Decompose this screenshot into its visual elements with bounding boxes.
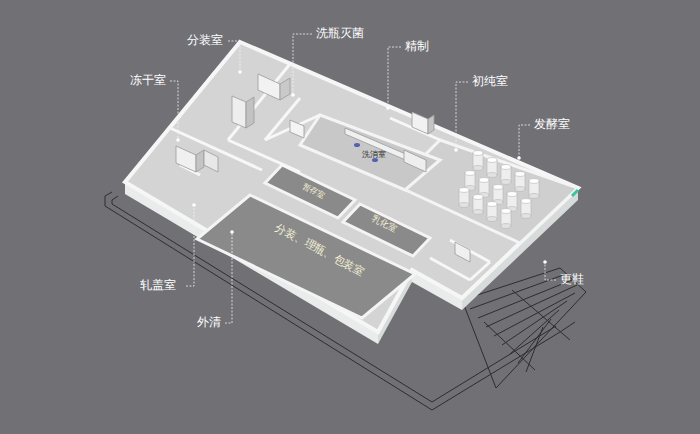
callout-label: 外清 xyxy=(197,315,221,329)
building-floor xyxy=(125,42,578,332)
callout-label: 冻干室 xyxy=(130,73,166,87)
room-label: 洗消室 xyxy=(362,150,386,160)
interior-walls xyxy=(170,64,490,280)
callout-label: 更鞋 xyxy=(560,272,584,286)
fermentation-tanks xyxy=(459,151,539,229)
leader-lines xyxy=(170,34,556,323)
equipment xyxy=(176,74,470,262)
callout-label: 精制 xyxy=(405,39,429,53)
callout-label: 发酵室 xyxy=(534,117,570,131)
room-floor xyxy=(265,165,355,218)
leader-dots xyxy=(176,70,547,264)
callout-label: 分装室 xyxy=(187,33,223,47)
room-floor xyxy=(343,204,430,256)
callout-label: 轧盖室 xyxy=(140,278,176,292)
door-accent xyxy=(572,190,578,196)
callout-label: 初纯室 xyxy=(472,74,508,88)
callout-label: 洗瓶灭菌 xyxy=(316,26,364,40)
